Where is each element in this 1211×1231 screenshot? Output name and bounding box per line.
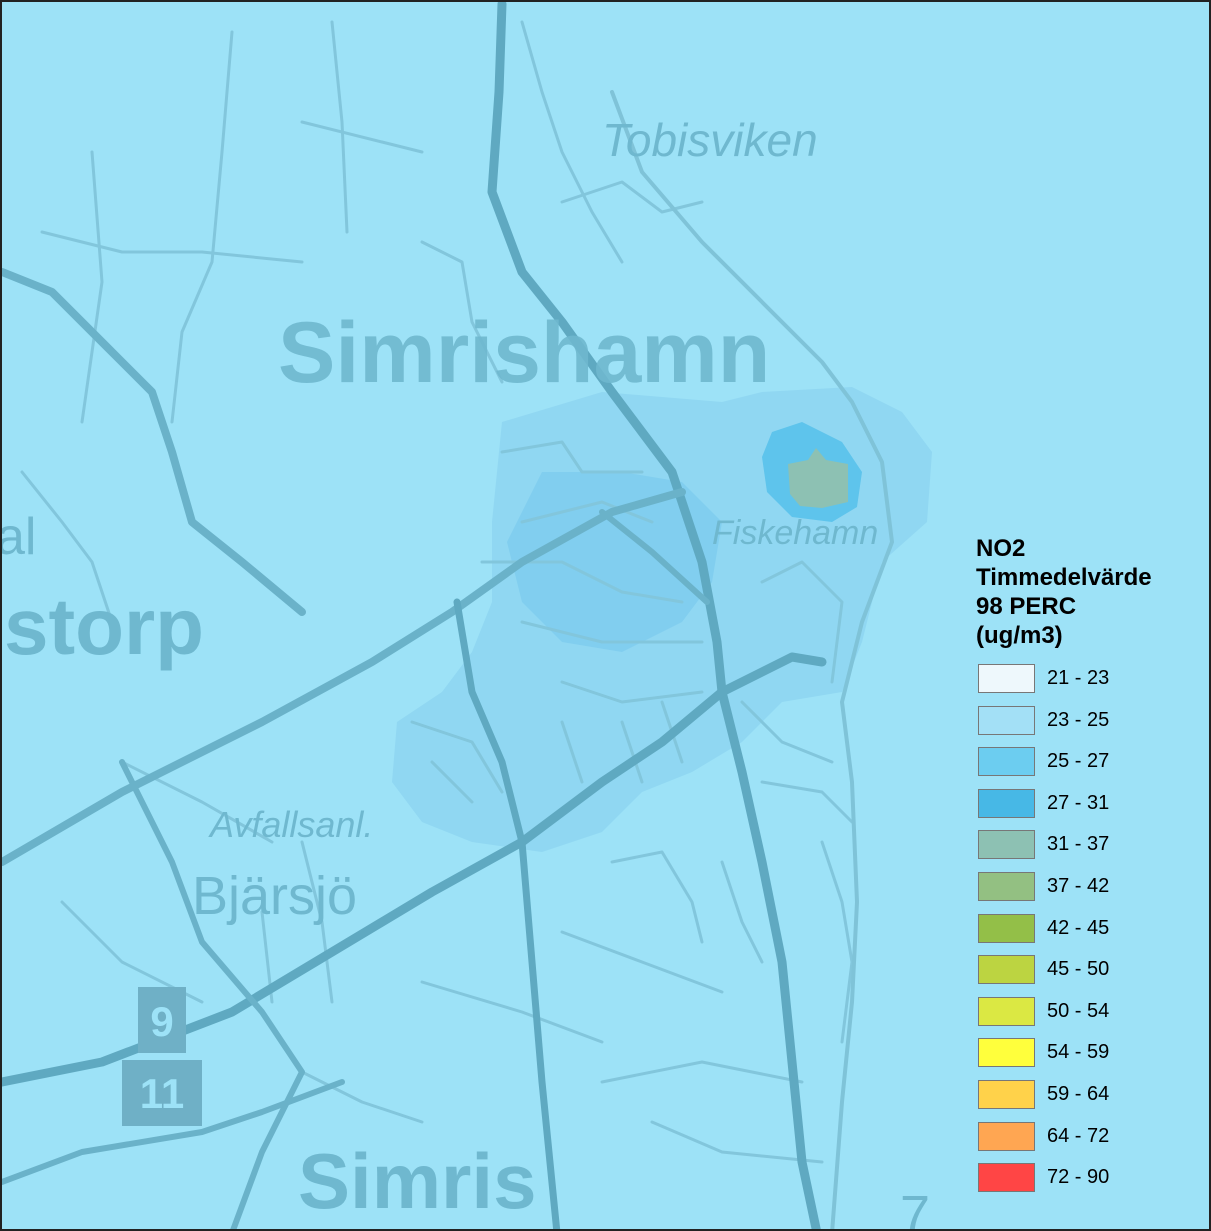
label-fiskehamn: Fiskehamn: [712, 514, 878, 552]
route-11-label: 11: [140, 1070, 184, 1117]
minor-roads: [20, 20, 854, 1164]
legend-label: 72 - 90: [1047, 1166, 1110, 1189]
label-bjarsjo: Bjärsjö: [192, 866, 357, 926]
legend-item: 25 - 27: [976, 747, 1208, 789]
label-storp: storp: [4, 582, 204, 671]
legend-label: 27 - 31: [1047, 791, 1110, 814]
major-roads: [2, 2, 894, 1229]
legend-swatch: [978, 1079, 1035, 1109]
legend-title-line: Timmedelvärde: [976, 564, 1152, 591]
legend-item: 50 - 54: [976, 996, 1208, 1039]
label-seven: 7: [900, 1185, 930, 1231]
label-simris: Simris: [298, 1137, 536, 1225]
legend-items: 21 - 23 23 - 25 25 - 27 27 - 31 31 - 37 37 - …: [976, 664, 1208, 1205]
legend-swatch: [978, 1038, 1035, 1068]
legend-label: 23 - 25: [1047, 708, 1110, 731]
legend-item: 54 - 59: [976, 1038, 1208, 1080]
legend-swatch: [978, 955, 1035, 985]
legend-swatch: [978, 1163, 1035, 1193]
road-west: [2, 488, 686, 866]
legend-swatch: [978, 830, 1035, 860]
road-northwest: [2, 268, 306, 616]
road-south: [2, 1079, 345, 1185]
legend-item: 64 - 72: [976, 1121, 1208, 1164]
legend-item: 37 - 42: [976, 871, 1208, 914]
legend-swatch: [978, 747, 1035, 777]
road-inner-loop: [453, 598, 561, 1229]
concentration-zones: [392, 387, 932, 852]
legend-item: 72 - 90: [976, 1163, 1208, 1205]
legend-swatch: [978, 788, 1035, 818]
legend-title-line: NO2: [976, 535, 1026, 562]
route-11-shield: [122, 1060, 202, 1126]
legend-label: 45 - 50: [1047, 958, 1110, 981]
route-9-label: 9: [150, 998, 173, 1045]
route-9-shield: [138, 987, 186, 1053]
legend-label: 21 - 23: [1047, 667, 1110, 689]
legend-swatch: [978, 1121, 1035, 1151]
legend-item: 42 - 45: [976, 913, 1208, 956]
map-legend: NO2 Timmedelvärde 98 PERC (ug/m3) 21 - 2…: [976, 534, 1208, 1205]
zone-31-37: [788, 448, 848, 508]
coastline: [610, 90, 894, 1229]
legend-item: 31 - 37: [976, 830, 1208, 872]
legend-label: 59 - 64: [1047, 1082, 1110, 1105]
road-center: [599, 509, 710, 605]
legend-label: 31 - 37: [1047, 833, 1110, 856]
label-al: al: [2, 508, 36, 566]
legend-item: 45 - 50: [976, 955, 1208, 997]
legend-label: 64 - 72: [1047, 1124, 1110, 1147]
legend-item: 21 - 23: [976, 664, 1208, 706]
legend-label: 37 - 42: [1047, 874, 1110, 897]
legend-label: 54 - 59: [1047, 1041, 1110, 1064]
legend-swatch: [978, 996, 1035, 1026]
route-shields: 9 11: [122, 987, 202, 1126]
legend-label: 50 - 54: [1047, 999, 1110, 1022]
legend-swatch: [978, 705, 1035, 735]
label-tobisviken: Tobisviken: [602, 114, 818, 166]
legend-item: 59 - 64: [976, 1079, 1208, 1122]
legend-label: 42 - 45: [1047, 916, 1110, 939]
legend-swatch: [978, 664, 1035, 693]
legend-item: 23 - 25: [976, 705, 1208, 748]
label-simrishamn: Simrishamn: [278, 305, 770, 401]
legend-title-line: (ug/m3): [976, 622, 1063, 649]
legend-swatch: [978, 871, 1035, 901]
legend-title: NO2 Timmedelvärde 98 PERC (ug/m3): [976, 534, 1208, 650]
legend-item: 27 - 31: [976, 788, 1208, 831]
legend-title-line: 98 PERC: [976, 593, 1077, 620]
place-labels: Tobisviken Simrishamn Fiskehamn storp al…: [2, 114, 930, 1231]
road-south-west: [119, 759, 305, 1229]
zone-25-27: [507, 472, 722, 652]
label-avfallsanl: Avfallsanl.: [208, 804, 373, 845]
legend-swatch: [978, 913, 1035, 943]
legend-label: 25 - 27: [1047, 750, 1110, 773]
road-north-south: [487, 2, 821, 1229]
